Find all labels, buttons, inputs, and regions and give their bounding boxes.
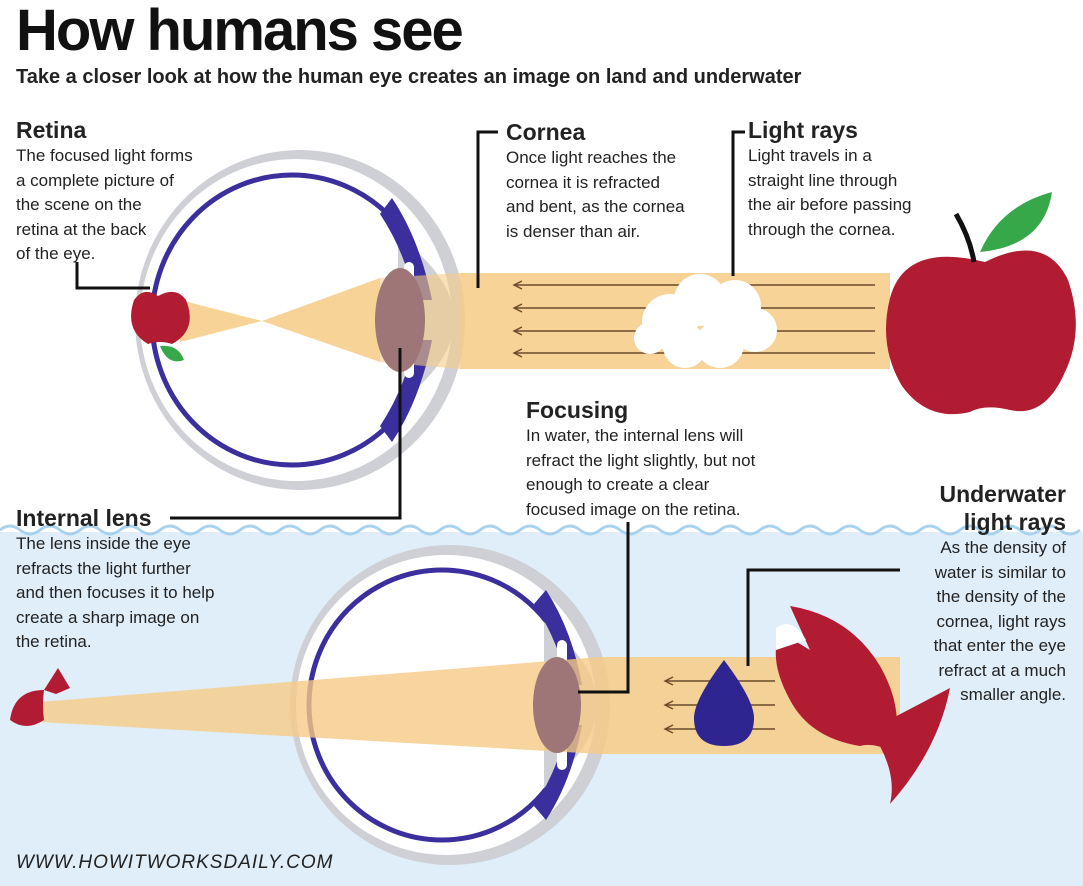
underwater-text: As the density of water is similar to th… <box>826 536 1066 708</box>
focusing-text: In water, the internal lens will refract… <box>526 424 755 522</box>
underwater-heading: Underwater light rays <box>826 480 1066 536</box>
light-rays-callout: Light rays Light travels in a straight l… <box>748 116 912 242</box>
cornea-line: and bent, as the cornea <box>506 197 685 216</box>
internal-lens <box>533 657 581 753</box>
retina-leader <box>75 262 150 290</box>
light-beam-converging <box>262 278 380 362</box>
fish <box>775 606 950 804</box>
retina-callout: Retina The focused light forms a complet… <box>16 116 193 267</box>
light-rays-line: through the cornea. <box>748 219 896 239</box>
internal-lens-heading: Internal lens <box>16 505 152 531</box>
cornea-line: Once light reaches the <box>506 148 677 167</box>
internal-lens-line: the retina. <box>16 632 92 651</box>
light-rays-line: Light travels in a <box>748 146 872 165</box>
light-rays-heading: Light rays <box>748 117 858 143</box>
iris-lower <box>380 340 432 442</box>
light-rays-text: Light travels in a straight line through… <box>748 144 912 242</box>
underwater-line: cornea, light rays <box>936 611 1066 631</box>
apple <box>886 192 1076 415</box>
retina-line: of the eye. <box>16 244 96 263</box>
page-title: How humans see <box>16 0 464 63</box>
internal-lens-line: The lens inside the eye <box>16 534 191 553</box>
underwater-heading-line: light rays <box>963 509 1066 535</box>
internal-lens-line: create a sharp image on <box>16 607 200 627</box>
underwater-line: As the density of <box>940 538 1066 557</box>
internal-lens-callout: Internal lens The lens inside the eye re… <box>16 504 214 655</box>
retina-line: a complete picture of <box>16 170 174 190</box>
cornea-line: cornea it is refracted <box>506 172 661 192</box>
light-beam-to-retina <box>180 300 262 342</box>
internal-lens-line: refracts the light further <box>16 558 191 578</box>
internal-lens-leader <box>170 348 402 520</box>
underwater-line: refract at a much <box>938 660 1066 680</box>
retina-apple-image <box>131 291 190 362</box>
underwater-line: that enter the eye <box>933 636 1066 655</box>
retina-text: The focused light forms a complete pictu… <box>16 144 193 267</box>
underwater-eye <box>10 545 950 865</box>
underwater-line: water is similar to <box>934 562 1066 582</box>
focusing-callout: Focusing In water, the internal lens wil… <box>526 396 755 522</box>
cornea-leader <box>476 130 498 288</box>
focusing-line: focused image on the retina. <box>526 499 741 519</box>
internal-lens-text: The lens inside the eye refracts the lig… <box>16 532 214 655</box>
focusing-line: In water, the internal lens will <box>526 426 744 445</box>
focusing-heading: Focusing <box>526 397 629 423</box>
cornea-heading: Cornea <box>506 119 586 145</box>
internal-lens-line: and then focuses it to help <box>16 583 215 602</box>
underwater-heading-line: Underwater <box>939 481 1066 507</box>
focusing-leader <box>578 522 630 694</box>
focusing-line: refract the light slightly, but not <box>526 450 756 470</box>
light-rays-leader <box>731 130 745 276</box>
leader-lines <box>75 130 900 694</box>
focusing-line: enough to create a clear <box>526 475 710 494</box>
light-rays-line: the air before passing <box>748 195 912 214</box>
page-subtitle: Take a closer look at how the human eye … <box>16 66 802 88</box>
water-drop-icon <box>694 660 754 746</box>
light-rays-line: straight line through <box>748 170 898 190</box>
retina-heading: Retina <box>16 117 87 143</box>
retina-fish-image <box>10 668 70 726</box>
cloud <box>634 274 777 368</box>
retina-line: The focused light forms <box>16 146 193 165</box>
water-surface-wave <box>0 524 1081 536</box>
iris-upper <box>380 198 432 300</box>
land-eye <box>131 150 1076 490</box>
retina-line: retina at the back <box>16 219 147 239</box>
cornea-text: Once light reaches the cornea it is refr… <box>506 146 685 244</box>
source-url: WWW.HOWITWORKSDAILY.COM <box>16 852 334 873</box>
cornea-line: is denser than air. <box>506 221 641 241</box>
retina-line: the scene on the <box>16 195 142 214</box>
light-beam-into-eye <box>40 657 600 754</box>
underwater-callout: Underwater light rays As the density of … <box>826 480 1066 708</box>
underwater-line: the density of the <box>936 587 1066 606</box>
internal-lens <box>375 268 425 372</box>
cornea-callout: Cornea Once light reaches the cornea it … <box>506 118 685 244</box>
underwater-line: smaller angle. <box>960 685 1066 704</box>
underwater-leader <box>746 568 900 666</box>
